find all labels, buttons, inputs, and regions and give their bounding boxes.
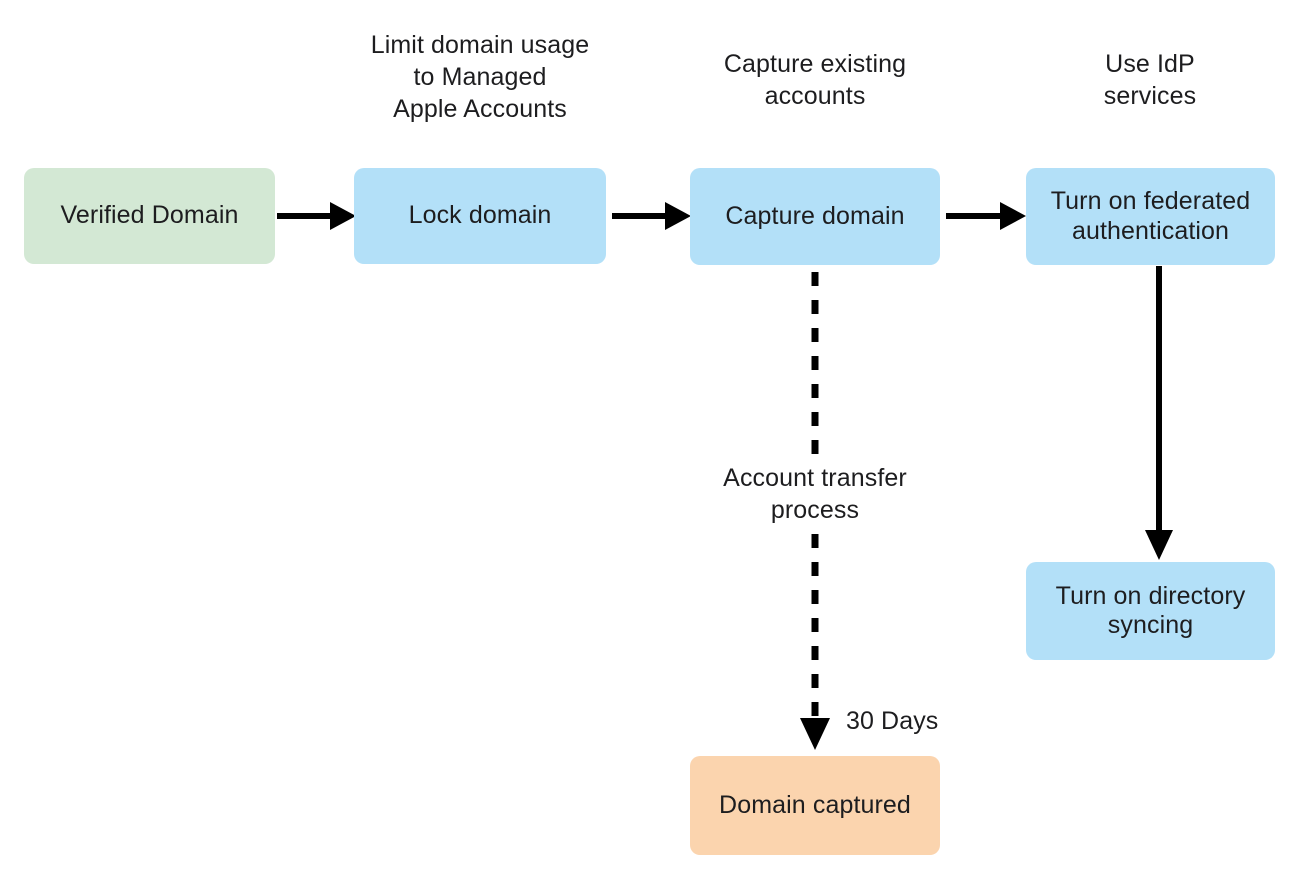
arrow-federated-to-directory [1145, 266, 1173, 560]
caption-lock-domain: Limit domain usage to Managed Apple Acco… [370, 31, 590, 123]
node-federated-authentication[interactable]: Turn on federated authentication [1026, 168, 1275, 265]
caption-capture-domain: Capture existing accounts [723, 50, 907, 110]
caption-federated-auth: Use IdP services [1103, 50, 1197, 110]
node-lock-domain[interactable]: Lock domain [354, 168, 606, 264]
node-verified-domain[interactable]: Verified Domain [24, 168, 275, 264]
arrow-verified-to-lock [277, 202, 356, 230]
node-domain-captured[interactable]: Domain captured [690, 756, 940, 855]
node-directory-syncing[interactable]: Turn on directory syncing [1026, 562, 1275, 660]
node-capture-domain[interactable]: Capture domain [690, 168, 940, 265]
edge-label-account-transfer-process: Account transfer process [723, 464, 907, 524]
arrow-lock-to-capture [612, 202, 691, 230]
dashed-capture-to-domain-captured [800, 272, 830, 750]
arrow-capture-to-federated [946, 202, 1026, 230]
edge-label-thirty-days: 30 Days [846, 707, 939, 735]
